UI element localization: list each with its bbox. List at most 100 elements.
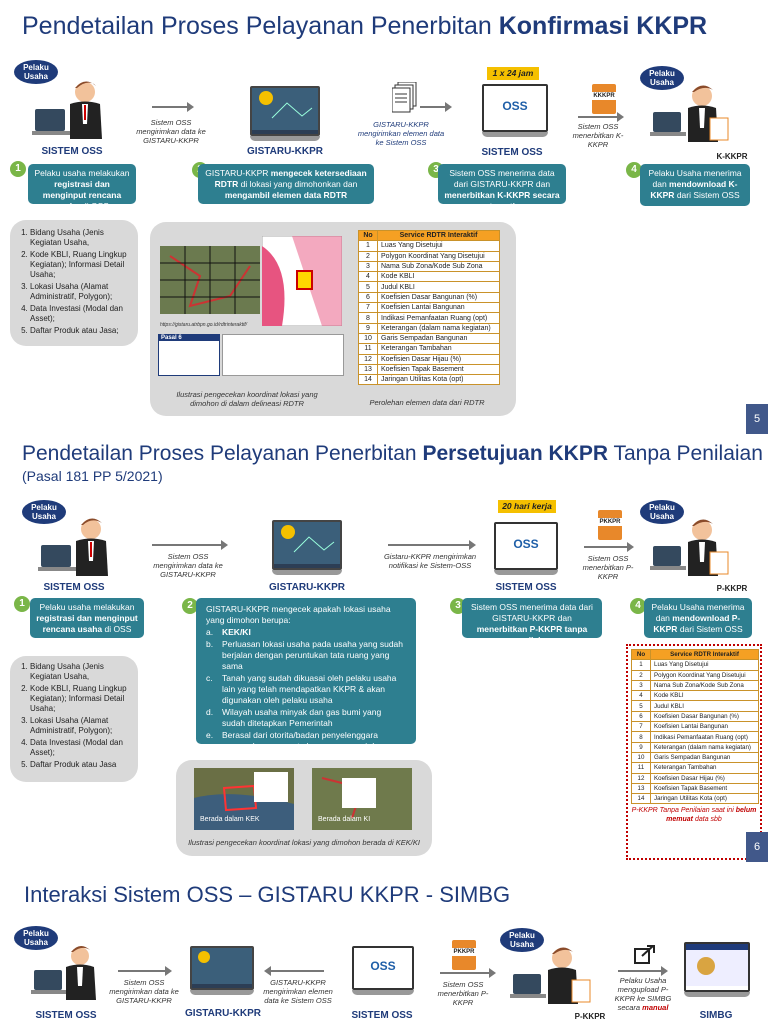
user-receiving-illustration — [650, 78, 730, 144]
arrow-9-caption: Sistem OSS menerbitkan P-KKPR — [432, 980, 494, 1007]
step-1-number: 1 — [8, 159, 28, 179]
slide-number-6: 6 — [746, 832, 768, 862]
simbg-laptop — [684, 942, 750, 997]
step-4-box: Pelaku Usaha menerima dan mendownload K-… — [640, 164, 750, 206]
rdtr-row-label: Judul KBLI — [651, 701, 759, 711]
arrow-5-caption: Gistaru-KKPR mengirimkan notifikasi ke S… — [382, 552, 478, 570]
input-data-list-box-2: Bidang Usaha (Jenis Kegiatan Usaha, Kode… — [10, 656, 138, 782]
rdtr-row-label: Keterangan (dalam nama kegiatan) — [378, 323, 500, 333]
sistem-oss-label-4: SISTEM OSS — [486, 582, 566, 593]
rdtr-row-number: 11 — [632, 763, 651, 773]
rdtr-row-label: Polygon Koordinat Yang Disetujui — [651, 670, 759, 680]
input-data-list-1: Bidang Usaha (Jenis Kegiatan Usaha, Kode… — [16, 228, 132, 336]
arrow-3-caption: Sistem OSS menerbitkan K-KKPR — [566, 122, 630, 149]
rdtr-row-number: 9 — [359, 323, 378, 333]
criteria-item: d.Wilayah usaha minyak dan gas bumi yang… — [206, 707, 406, 729]
sistem-oss-label-5: SISTEM OSS — [26, 1010, 106, 1021]
oss-logo: OSS — [354, 948, 412, 984]
rdtr-row-label: Jaringan Utilitas Kota (opt) — [651, 794, 759, 804]
arrow-9 — [440, 972, 492, 974]
step-8-box: Pelaku Usaha menerima dan mendownload P-… — [644, 598, 752, 638]
rdtr-table-row: 3Nama Sub Zona/Kode Sub Zona — [359, 261, 500, 271]
rdtr-row-label: Koefisien Tapak Basement — [651, 783, 759, 793]
user-at-laptop-illustration-2 — [36, 512, 114, 578]
arrow-8 — [268, 970, 324, 972]
arrow-4 — [152, 544, 224, 546]
rdtr-table-row: 11Keterangan Tambahan — [359, 344, 500, 354]
rdtr-row-number: 10 — [359, 333, 378, 343]
criteria-item: b.Perluasan lokasi usaha pada usaha yang… — [206, 639, 406, 672]
rdtr-row-number: 4 — [632, 691, 651, 701]
oss-logo: OSS — [484, 86, 546, 126]
arrow-2-caption: GISTARU-KKPR mengirimkan elemen data ke … — [356, 120, 446, 147]
person-icon — [30, 74, 108, 144]
arrow-6-caption: Sistem OSS menerbitkan P-KKPR — [576, 554, 640, 581]
step-1-box: Pelaku usaha melakukan registrasi dan me… — [28, 164, 136, 204]
missing-data-panel: NoService RDTR Interaktif 1Luas Yang Dis… — [626, 644, 762, 860]
map-icon — [252, 88, 318, 130]
rdtr-row-label: Garis Sempadan Bangunan — [378, 333, 500, 343]
kek-map: Berada dalam KEK — [194, 768, 294, 830]
criteria-item: a.KEK/KI — [206, 627, 406, 638]
criteria-letter: d. — [206, 707, 216, 729]
section3-title: Interaksi Sistem OSS – GISTARU KKPR - SI… — [24, 882, 510, 908]
arrow-3 — [578, 116, 620, 118]
criteria-text: KEK/KI — [222, 627, 251, 638]
sistem-oss-label-1: SISTEM OSS — [32, 146, 112, 157]
rdtr-row-label: Koefisien Dasar Bangunan (%) — [378, 292, 500, 302]
gistaru-laptop-3 — [190, 946, 254, 995]
rdtr-row-number: 9 — [632, 742, 651, 752]
rdtr-service-table-1: NoService RDTR Interaktif 1Luas Yang Dis… — [358, 230, 500, 385]
rdtr-row-number: 8 — [359, 313, 378, 323]
rdtr-row-label: Koefisien Dasar Hijau (%) — [378, 354, 500, 364]
arrow-8-caption: GISTARU-KKPR mengirimkan elemen data ke … — [258, 978, 338, 1005]
rdtr-row-number: 10 — [632, 752, 651, 762]
share-icon — [634, 944, 656, 964]
arrow-1 — [152, 106, 190, 108]
sistem-oss-label-2: SISTEM OSS — [472, 147, 552, 158]
rdtr-row-number: 2 — [632, 670, 651, 680]
rdtr-data-panel — [222, 334, 344, 376]
rdtr-row-number: 1 — [632, 660, 651, 670]
rdtr-row-number: 11 — [359, 344, 378, 354]
rdtr-row-number: 12 — [359, 354, 378, 364]
rdtr-table-row: 7Koefisien Lantai Bangunan — [359, 303, 500, 313]
rdtr-table-row: 1Luas Yang Disetujui — [632, 660, 759, 670]
rdtr-row-label: Indikasi Pemanfaatan Ruang (opt) — [378, 313, 500, 323]
arrow-7-caption: Sistem OSS mengirimkan data ke GISTARU-K… — [102, 978, 186, 1005]
gistaru-laptop-2 — [272, 520, 342, 575]
kkkpr-document-icon: KKKPR — [592, 84, 616, 114]
rdtr-row-label: Polygon Koordinat Yang Disetujui — [378, 251, 500, 261]
rdtr-row-number: 13 — [632, 783, 651, 793]
oss-laptop: OSS — [482, 84, 548, 137]
rdtr-table-caption: Perolehan elemen data dari RDTR — [362, 398, 492, 407]
kkkpr-label: K-KKPR — [712, 152, 752, 161]
rdtr-row-label: Nama Sub Zona/Kode Sub Zona — [651, 680, 759, 690]
rdtr-table-row: 7Koefisien Lantai Bangunan — [632, 722, 759, 732]
arrow-5 — [388, 544, 472, 546]
gistaru-laptop — [250, 86, 320, 141]
oss-logo: OSS — [496, 524, 556, 564]
rdtr-row-number: 8 — [632, 732, 651, 742]
ki-map-label: Berada dalam KI — [318, 816, 370, 823]
rdtr-table-row: 3Nama Sub Zona/Kode Sub Zona — [632, 680, 759, 690]
rdtr-row-number: 6 — [359, 292, 378, 302]
rdtr-row-label: Koefisien Tapak Basement — [378, 364, 500, 374]
gistaru-label-2: GISTARU-KKPR — [262, 582, 352, 593]
rdtr-row-label: Koefisien Dasar Hijau (%) — [651, 773, 759, 783]
rdtr-row-number: 5 — [359, 282, 378, 292]
section2-subtitle: (Pasal 181 PP 5/2021) — [22, 468, 163, 484]
rdtr-table-row: 8Indikasi Pemanfaatan Ruang (opt) — [632, 732, 759, 742]
rdtr-grid-map — [160, 246, 260, 314]
step-2-box: GISTARU-KKPR mengecek ketersediaan RDTR … — [198, 164, 374, 204]
rdtr-row-label: Luas Yang Disetujui — [378, 241, 500, 251]
rdtr-table-row: 10Garis Sempadan Bangunan — [359, 333, 500, 343]
